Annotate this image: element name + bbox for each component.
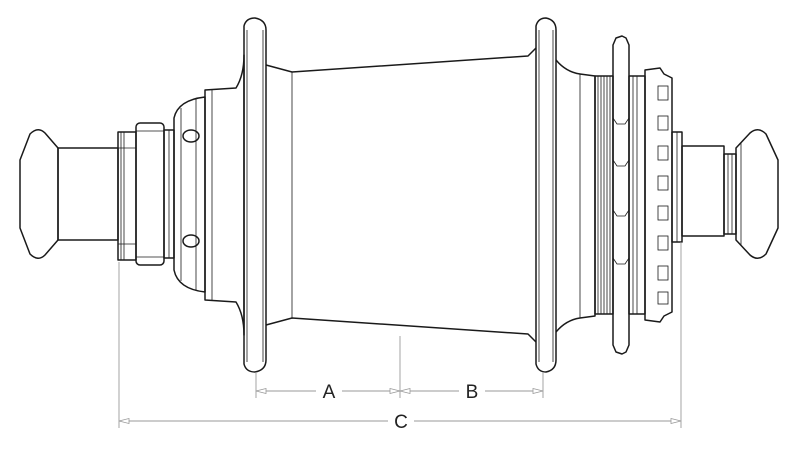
- left-locknut: [117, 131, 137, 261]
- left-hub-shoulder: [173, 96, 206, 293]
- right-body-step: [555, 59, 596, 333]
- driver-with-pawls: [644, 67, 673, 323]
- dimension-label-b: B: [466, 382, 479, 403]
- left-spacer: [163, 129, 175, 259]
- left-flange: [243, 17, 267, 373]
- sprocket: [612, 35, 630, 355]
- right-locknut: [671, 131, 683, 243]
- right-flange: [535, 17, 557, 373]
- left-body-step: [204, 54, 245, 336]
- dimension-label-a: A: [323, 382, 336, 403]
- left-bearing: [135, 122, 165, 266]
- cassette-spline: [628, 75, 646, 315]
- dimension-lines: [118, 242, 682, 428]
- dimension-label-c: C: [394, 412, 408, 433]
- freehub-body: [594, 75, 614, 315]
- right-end-cap: [735, 129, 779, 259]
- left-end-cap: [19, 129, 59, 259]
- left-axle: [57, 147, 119, 241]
- right-axle: [681, 145, 737, 237]
- hub-shell-body: [265, 47, 537, 343]
